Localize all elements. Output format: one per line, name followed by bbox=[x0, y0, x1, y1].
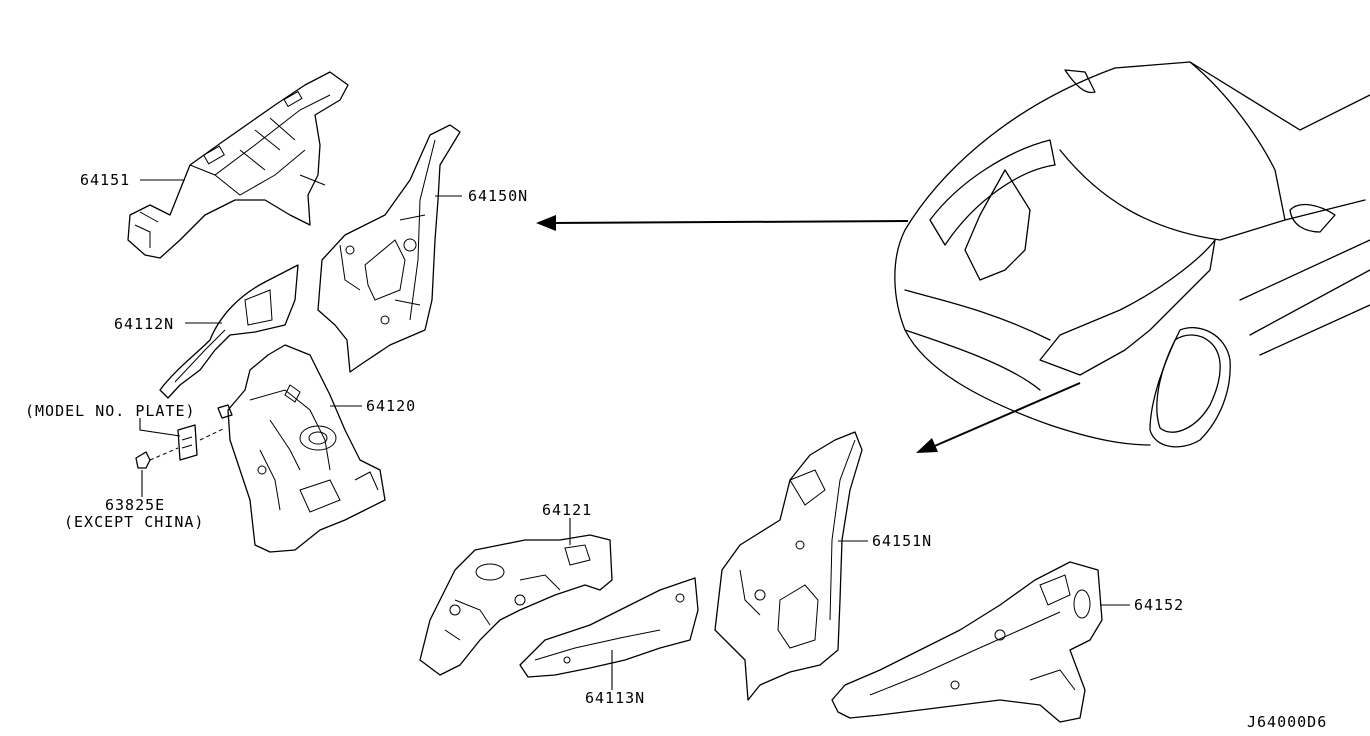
callout-64152: 64152 bbox=[1134, 596, 1185, 614]
leader-lines bbox=[139, 179, 1130, 690]
callout-64120: 64120 bbox=[366, 397, 417, 415]
callout-64150N: 64150N bbox=[468, 187, 529, 205]
callout-63825E: 63825E bbox=[105, 496, 166, 514]
part-64112N-drawing bbox=[159, 264, 299, 399]
vehicle-illustration bbox=[894, 61, 1370, 448]
callout-model-plate: (MODEL NO. PLATE) bbox=[25, 402, 196, 420]
arrow-lower-head bbox=[916, 438, 938, 453]
callout-64121: 64121 bbox=[542, 501, 593, 519]
part-plate-drawing bbox=[135, 404, 233, 469]
callout-64151N: 64151N bbox=[872, 532, 933, 550]
callout-64113N: 64113N bbox=[585, 689, 646, 707]
part-64121-drawing bbox=[419, 534, 613, 676]
part-64152-drawing bbox=[831, 561, 1103, 723]
part-64150N-drawing bbox=[317, 124, 461, 373]
callout-except-china: (EXCEPT CHINA) bbox=[64, 513, 205, 531]
part-64120-drawing bbox=[227, 344, 386, 553]
part-64113N-drawing bbox=[519, 577, 699, 678]
arrow-lower-line bbox=[929, 382, 1081, 449]
arrow-upper-line bbox=[549, 220, 909, 224]
callout-64151: 64151 bbox=[80, 171, 131, 189]
diagram-code: J64000D6 bbox=[1247, 713, 1328, 731]
part-64151N-drawing bbox=[714, 431, 863, 701]
callout-64112N: 64112N bbox=[114, 315, 175, 333]
direction-arrows bbox=[536, 215, 1081, 453]
part-64151-drawing bbox=[127, 71, 349, 259]
arrow-upper-head bbox=[536, 215, 556, 231]
